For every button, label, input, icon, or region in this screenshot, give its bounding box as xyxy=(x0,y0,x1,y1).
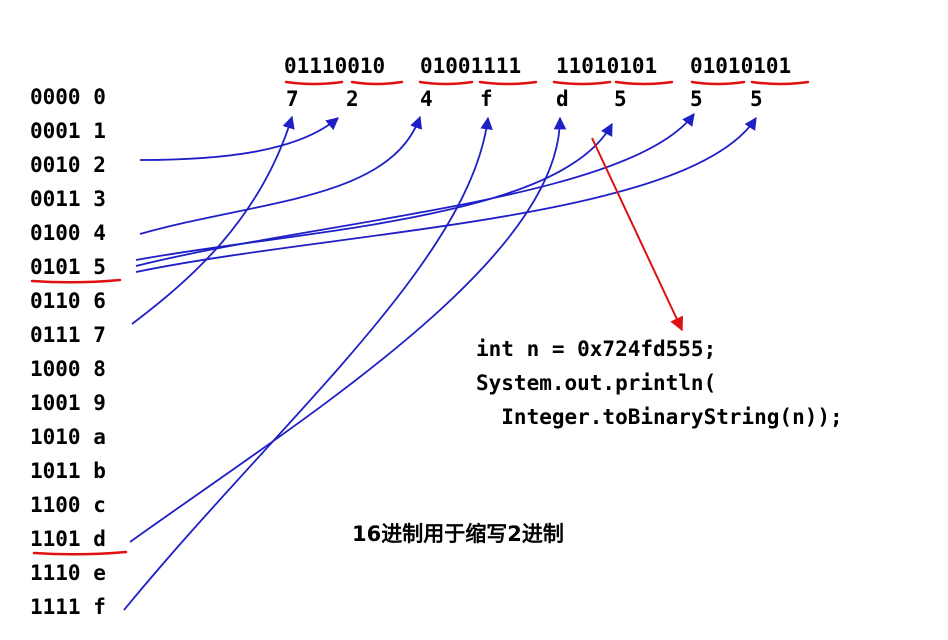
mapping-arrows xyxy=(123,112,757,611)
table-bin: 1010 xyxy=(30,425,81,449)
table-row: 0111 7 xyxy=(30,323,106,347)
table-hex: c xyxy=(93,493,106,517)
underline-row-0101 xyxy=(30,278,122,284)
red-pointer-arrow xyxy=(591,137,683,332)
table-row: 0010 2 xyxy=(30,153,106,177)
table-bin: 1011 xyxy=(30,459,81,483)
binary-group-4: 01010101 xyxy=(690,54,792,78)
table-row: 1000 8 xyxy=(30,357,106,381)
hex-digit-7: 5 xyxy=(690,87,703,111)
table-hex: 4 xyxy=(93,221,106,245)
nibble-underlines xyxy=(30,80,810,556)
table-hex: 6 xyxy=(93,289,106,313)
arrow-5b xyxy=(135,112,695,267)
table-bin: 0011 xyxy=(30,187,81,211)
table-bin: 0111 xyxy=(30,323,81,347)
underline-nibble-7 xyxy=(690,80,746,86)
hex-digit-8: 5 xyxy=(750,87,763,111)
arrow-5c xyxy=(135,116,757,273)
table-bin: 0101 xyxy=(30,255,81,279)
underline-row-1101 xyxy=(32,550,128,556)
table-row: 1011 b xyxy=(30,459,106,483)
underline-nibble-8 xyxy=(750,80,810,86)
binary-group-3: 11010101 xyxy=(556,54,658,78)
binary-group-1: 01110010 xyxy=(284,54,386,78)
arrow-4 xyxy=(139,115,423,235)
underline-nibble-2 xyxy=(350,80,404,86)
table-bin: 0100 xyxy=(30,221,81,245)
table-hex: f xyxy=(93,595,106,619)
underline-nibble-3 xyxy=(418,80,474,86)
table-row: 1100 c xyxy=(30,493,106,517)
code-line-3: Integer.toBinaryString(n)); xyxy=(476,405,843,429)
table-row: 1001 9 xyxy=(30,391,106,415)
table-hex: d xyxy=(93,527,106,551)
table-row: 0011 3 xyxy=(30,187,106,211)
arrow-f xyxy=(123,116,493,611)
table-row: 1110 e xyxy=(30,561,106,585)
table-bin: 0110 xyxy=(30,289,81,313)
table-bin: 1100 xyxy=(30,493,81,517)
table-row: 1101 d xyxy=(30,527,106,551)
table-hex: 3 xyxy=(93,187,106,211)
table-bin: 1101 xyxy=(30,527,81,551)
underline-nibble-5 xyxy=(552,80,612,86)
underline-nibble-6 xyxy=(614,80,674,86)
hex-digit-1: 7 xyxy=(286,87,299,111)
table-row: 0101 5 xyxy=(30,255,106,279)
table-row: 0100 4 xyxy=(30,221,106,245)
table-bin: 0000 xyxy=(30,85,81,109)
hex-digit-2: 2 xyxy=(346,87,359,111)
hex-digit-5: d xyxy=(556,87,569,111)
table-bin: 1000 xyxy=(30,357,81,381)
table-row: 0000 0 xyxy=(30,85,106,109)
table-row: 0110 6 xyxy=(30,289,106,313)
arrow-5a xyxy=(135,122,613,261)
arrow-d xyxy=(129,116,567,543)
table-hex: b xyxy=(93,459,106,483)
table-row: 0001 1 xyxy=(30,119,106,143)
table-bin: 1110 xyxy=(30,561,81,585)
table-bin: 0010 xyxy=(30,153,81,177)
caption-text: 16进制用于缩写2进制 xyxy=(352,522,564,546)
table-hex: 8 xyxy=(93,357,106,381)
table-hex: 2 xyxy=(93,153,106,177)
table-hex: 7 xyxy=(93,323,106,347)
underline-nibble-1 xyxy=(284,80,344,86)
underline-nibble-4 xyxy=(478,80,538,86)
hex-digit-3: 4 xyxy=(420,87,433,111)
table-hex: 9 xyxy=(93,391,106,415)
code-line-1: int n = 0x724fd555; xyxy=(476,337,717,361)
table-hex: a xyxy=(93,425,106,449)
table-hex: 5 xyxy=(93,255,106,279)
hex-digit-6: 5 xyxy=(614,87,627,111)
table-hex: 0 xyxy=(93,85,106,109)
binary-group-2: 01001111 xyxy=(420,54,522,78)
table-hex: e xyxy=(93,561,106,585)
code-line-2: System.out.println( xyxy=(476,371,717,395)
hex-digit-4: f xyxy=(480,87,493,111)
table-bin: 1111 xyxy=(30,595,81,619)
table-bin: 0001 xyxy=(30,119,81,143)
table-row: 1111 f xyxy=(30,595,106,619)
arrow-2 xyxy=(139,117,339,161)
table-hex: 1 xyxy=(93,119,106,143)
table-row: 1010 a xyxy=(30,425,106,449)
arrow-7 xyxy=(131,115,295,325)
table-bin: 1001 xyxy=(30,391,81,415)
